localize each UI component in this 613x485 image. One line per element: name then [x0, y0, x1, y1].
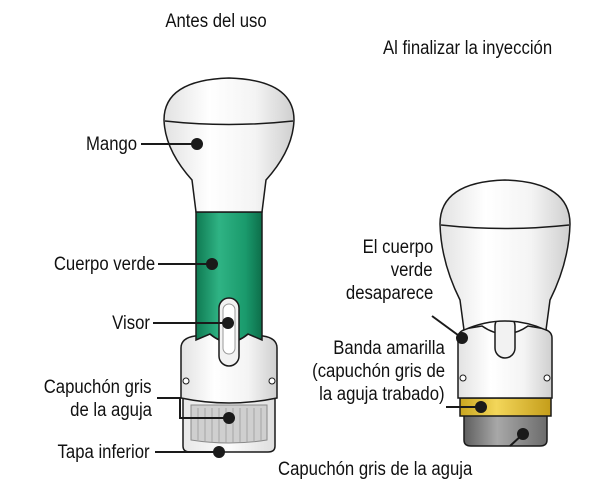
lower-housing — [180, 333, 278, 404]
label-viewer: Visor — [112, 313, 150, 334]
label-green-body: Cuerpo verde — [53, 254, 155, 275]
label-gray-cap-bottom: Capuchón gris de la aguja — [278, 459, 473, 480]
handle — [163, 77, 295, 213]
heading-after-injection: Al finalizar la inyección — [383, 38, 553, 59]
label-gray-cap-line1: Capuchón gris — [44, 377, 152, 398]
label-bottom-cap: Tapa inferior — [57, 442, 150, 463]
label-body-disappears-line1: El cuerpo — [362, 237, 433, 258]
label-body-disappears-line2: verde — [391, 260, 433, 281]
leader-gray-cap — [157, 397, 229, 419]
label-body-disappears-line3: desaparece — [345, 283, 433, 304]
label-gray-cap-line2: de la aguja — [70, 400, 152, 421]
heading-before-use: Antes del uso — [165, 11, 267, 32]
leader-body-disappears — [431, 315, 463, 339]
label-yellow-band-line1: Banda amarilla — [333, 338, 445, 359]
leader-lines — [141, 138, 529, 458]
gray-needle-cap-bottom — [463, 413, 548, 447]
label-yellow-band-line2: (capuchón gris de — [312, 361, 445, 382]
pen-before-use — [163, 77, 295, 453]
handle-after — [439, 179, 571, 332]
label-yellow-band-line3: la aguja trabado) — [319, 384, 445, 405]
viewer-window-after — [494, 315, 516, 359]
label-handle: Mango — [85, 134, 137, 155]
